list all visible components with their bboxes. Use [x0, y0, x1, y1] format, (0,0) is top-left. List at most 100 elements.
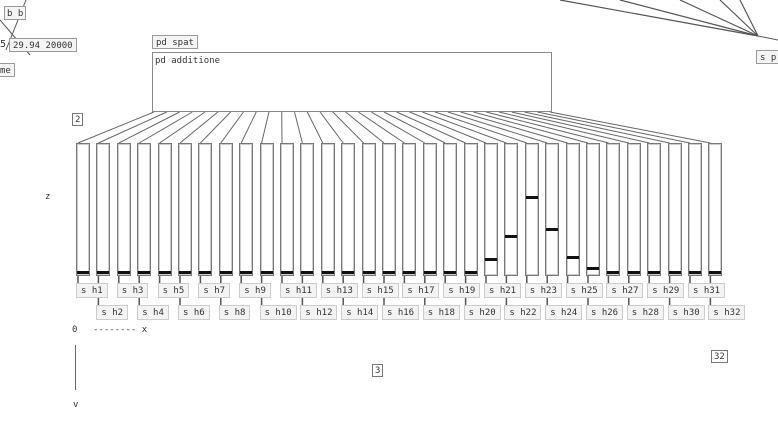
vertical-slider-h19[interactable] [443, 143, 458, 276]
vertical-slider-h23[interactable] [524, 143, 539, 276]
slider-handle[interactable] [342, 271, 355, 274]
slider-handle[interactable] [627, 271, 640, 274]
slider-handle[interactable] [301, 271, 314, 274]
send-object[interactable]: s h18 [422, 305, 460, 320]
slider-handle[interactable] [505, 234, 518, 238]
slider-handle[interactable] [158, 271, 171, 274]
slider-handle[interactable] [179, 271, 191, 274]
vertical-slider-h31[interactable] [688, 143, 702, 276]
slider-handle[interactable] [219, 271, 232, 274]
slider-handle[interactable] [199, 271, 212, 274]
send-object[interactable]: s h28 [626, 305, 664, 320]
vertical-slider-h1[interactable] [76, 143, 90, 276]
vertical-slider-h3[interactable] [116, 143, 131, 276]
send-object[interactable]: s h32 [708, 305, 746, 320]
slider-handle[interactable] [648, 271, 661, 274]
vertical-slider-h15[interactable] [361, 143, 376, 276]
slider-handle[interactable] [138, 271, 151, 274]
vertical-slider-h13[interactable] [320, 143, 335, 276]
slider-handle[interactable] [77, 271, 89, 274]
send-object[interactable]: s h6 [178, 305, 210, 320]
send-object[interactable]: s h16 [382, 305, 420, 320]
vertical-slider-h10[interactable] [259, 143, 274, 276]
vertical-slider-h2[interactable] [96, 143, 111, 276]
vertical-slider-h4[interactable] [137, 143, 152, 276]
slider-handle[interactable] [607, 271, 620, 274]
vertical-slider-h24[interactable] [545, 143, 560, 276]
vertical-slider-h16[interactable] [382, 143, 396, 276]
vertical-slider-h20[interactable] [463, 143, 478, 276]
vertical-slider-h18[interactable] [422, 143, 437, 276]
send-object[interactable]: s h31 [688, 283, 726, 298]
send-object[interactable]: s h3 [116, 283, 149, 298]
vertical-slider-h7[interactable] [198, 143, 213, 276]
number-box-3[interactable]: 3 [372, 364, 384, 377]
send-object[interactable]: s h27 [606, 283, 644, 298]
vertical-slider-h32[interactable] [708, 143, 723, 276]
slider-handle[interactable] [97, 271, 110, 274]
vertical-slider-h6[interactable] [178, 143, 192, 276]
send-object[interactable]: s h13 [320, 283, 358, 298]
send-object[interactable]: s h12 [300, 305, 338, 320]
send-object[interactable]: s h17 [402, 283, 440, 298]
bang-objects[interactable]: b b [4, 6, 26, 20]
send-object[interactable]: s h29 [647, 283, 685, 298]
slider-handle[interactable] [240, 271, 253, 274]
vertical-slider-h5[interactable] [157, 143, 172, 276]
send-object[interactable]: s h26 [586, 305, 624, 320]
vertical-slider-h11[interactable] [280, 143, 294, 276]
slider-handle[interactable] [485, 258, 497, 262]
vertical-slider-h22[interactable] [504, 143, 519, 276]
vertical-slider-h28[interactable] [626, 143, 641, 276]
send-object[interactable]: s h14 [341, 305, 379, 320]
slider-handle[interactable] [464, 271, 477, 274]
vertical-slider-h26[interactable] [586, 143, 600, 276]
send-object[interactable]: s h30 [667, 305, 705, 320]
slider-handle[interactable] [281, 271, 293, 274]
send-object[interactable]: s h23 [524, 283, 562, 298]
send-object[interactable]: s h24 [545, 305, 583, 320]
slider-handle[interactable] [117, 271, 130, 274]
send-object[interactable]: s h15 [361, 283, 399, 298]
send-object[interactable]: s h2 [96, 305, 129, 320]
slider-handle[interactable] [423, 271, 436, 274]
slider-handle[interactable] [321, 271, 334, 274]
slider-handle[interactable] [403, 271, 416, 274]
slider-handle[interactable] [546, 228, 559, 232]
frequency-number-box[interactable]: 29.94 20000 [9, 38, 77, 52]
slider-handle[interactable] [668, 271, 681, 274]
send-object[interactable]: s h1 [76, 283, 108, 298]
slider-handle[interactable] [587, 267, 599, 271]
slider-handle[interactable] [689, 271, 701, 274]
send-object[interactable]: s h8 [218, 305, 251, 320]
send-object[interactable]: s h11 [280, 283, 318, 298]
vertical-slider-h12[interactable] [300, 143, 315, 276]
vertical-slider-h17[interactable] [402, 143, 417, 276]
send-object[interactable]: s h19 [443, 283, 481, 298]
send-object[interactable]: s h5 [157, 283, 190, 298]
vertical-slider-h8[interactable] [218, 143, 233, 276]
send-object[interactable]: s h4 [137, 305, 169, 320]
send-object-p[interactable]: s p [756, 50, 778, 64]
partial-object[interactable]: me [0, 63, 15, 77]
slider-handle[interactable] [525, 196, 538, 200]
send-object[interactable]: s h7 [198, 283, 231, 298]
vertical-slider-h14[interactable] [341, 143, 356, 276]
pd-spat-object[interactable]: pd spat [152, 35, 198, 49]
send-object[interactable]: s h22 [504, 305, 542, 320]
slider-handle[interactable] [260, 271, 273, 274]
send-object[interactable]: s h25 [565, 283, 603, 298]
slider-handle[interactable] [362, 271, 375, 274]
send-object[interactable]: s h9 [239, 283, 271, 298]
vertical-slider-h9[interactable] [239, 143, 254, 276]
send-object[interactable]: s h20 [463, 305, 501, 320]
number-box-2[interactable]: 2 [72, 113, 84, 126]
vertical-slider-h27[interactable] [606, 143, 621, 276]
vertical-slider-h29[interactable] [647, 143, 662, 276]
slider-handle[interactable] [566, 255, 579, 259]
vertical-slider-h21[interactable] [484, 143, 498, 276]
vertical-slider-h25[interactable] [565, 143, 580, 276]
send-object[interactable]: s h10 [259, 305, 297, 320]
slider-handle[interactable] [709, 271, 722, 274]
slider-handle[interactable] [444, 271, 457, 274]
